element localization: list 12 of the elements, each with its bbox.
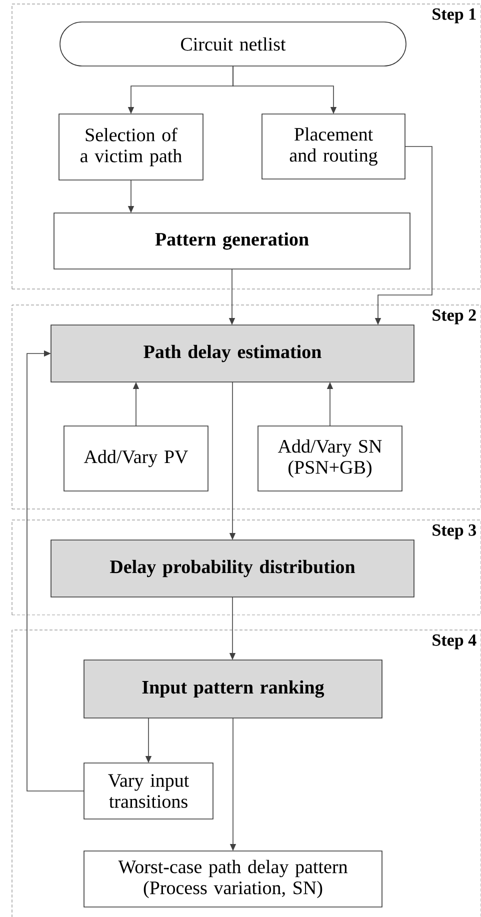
process-box: Path delay estimation [50,324,414,382]
arrow [26,350,84,792]
process-box: Pattern generation [54,212,410,270]
process-box: Selection of a victim path [58,114,204,180]
process-box: Add/Vary PV [64,426,208,492]
process-box: Placement and routing [262,114,406,180]
process-box: Input pattern ranking [84,660,382,718]
process-box: Worst-case path delay pattern (Process variation, SN) [84,850,382,908]
process-box: Delay probability distribution [50,540,414,598]
start-terminal: Circuit netlist [60,22,406,66]
process-box: Vary input transitions [84,762,214,820]
process-box: Add/Vary SN (PSN+GB) [258,426,402,492]
